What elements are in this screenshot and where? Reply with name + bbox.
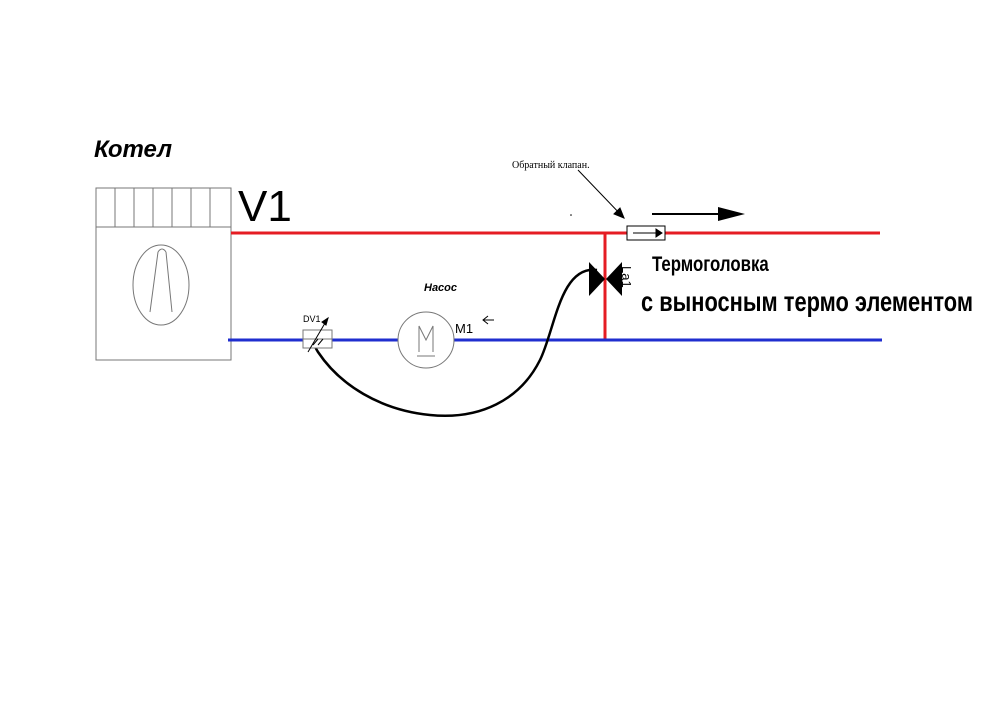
supply-line-label: V1 [238, 182, 292, 231]
flow-arrow-icon [652, 207, 745, 221]
pump-motor-icon [397, 311, 455, 369]
supply-pipe [231, 231, 880, 339]
balancing-valve-icon [302, 316, 333, 353]
small-arrow-left-icon [482, 315, 494, 325]
capillary-line [312, 268, 598, 417]
thermo-valve-tag: La1 [619, 266, 634, 288]
thermo-head-subtitle: с выносным термо элементом [641, 286, 973, 317]
boiler-label: Котел [94, 136, 173, 163]
boiler-icon [95, 187, 232, 361]
thermo-head-title: Термоголовка [652, 253, 769, 276]
check-valve-label: Обратный клапан. [512, 160, 590, 171]
check-valve-icon [626, 225, 666, 241]
balancing-valve-tag: DV1 [303, 314, 321, 324]
pump-tag: M1 [455, 321, 474, 336]
check-valve-leader [577, 169, 625, 219]
pump-label: Насос [424, 282, 458, 294]
stray-dot [570, 214, 572, 216]
